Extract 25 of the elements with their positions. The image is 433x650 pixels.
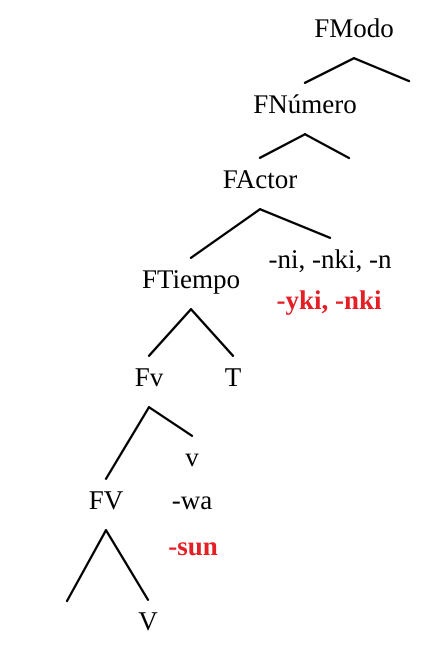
category-label: Fv — [136, 368, 164, 386]
branch-line — [352, 57, 410, 82]
branch-line — [104, 529, 150, 601]
branch-line — [148, 406, 194, 437]
suffix-label: -yki, -nki — [277, 290, 382, 315]
category-label: FNúmero — [254, 94, 356, 114]
branch-line — [190, 308, 234, 357]
branch-line — [304, 133, 350, 160]
category-label: T — [225, 368, 241, 386]
branch-line — [258, 133, 306, 159]
branch-line — [190, 208, 262, 259]
branch-line — [148, 308, 192, 357]
category-label: v — [185, 454, 199, 466]
suffix-label: -wa — [172, 496, 212, 510]
category-label: FModo — [315, 18, 393, 38]
branch-line — [258, 208, 332, 239]
branch-line — [104, 406, 150, 480]
suffix-label: -sun — [169, 542, 218, 556]
suffix-label: -ni, -nki, -n — [270, 249, 392, 272]
category-label: V — [138, 612, 158, 630]
category-label: FV — [90, 491, 123, 510]
category-label: FTiempo — [142, 270, 239, 294]
category-label: FActor — [224, 170, 297, 188]
branch-line — [304, 57, 356, 84]
branch-line — [66, 529, 108, 602]
